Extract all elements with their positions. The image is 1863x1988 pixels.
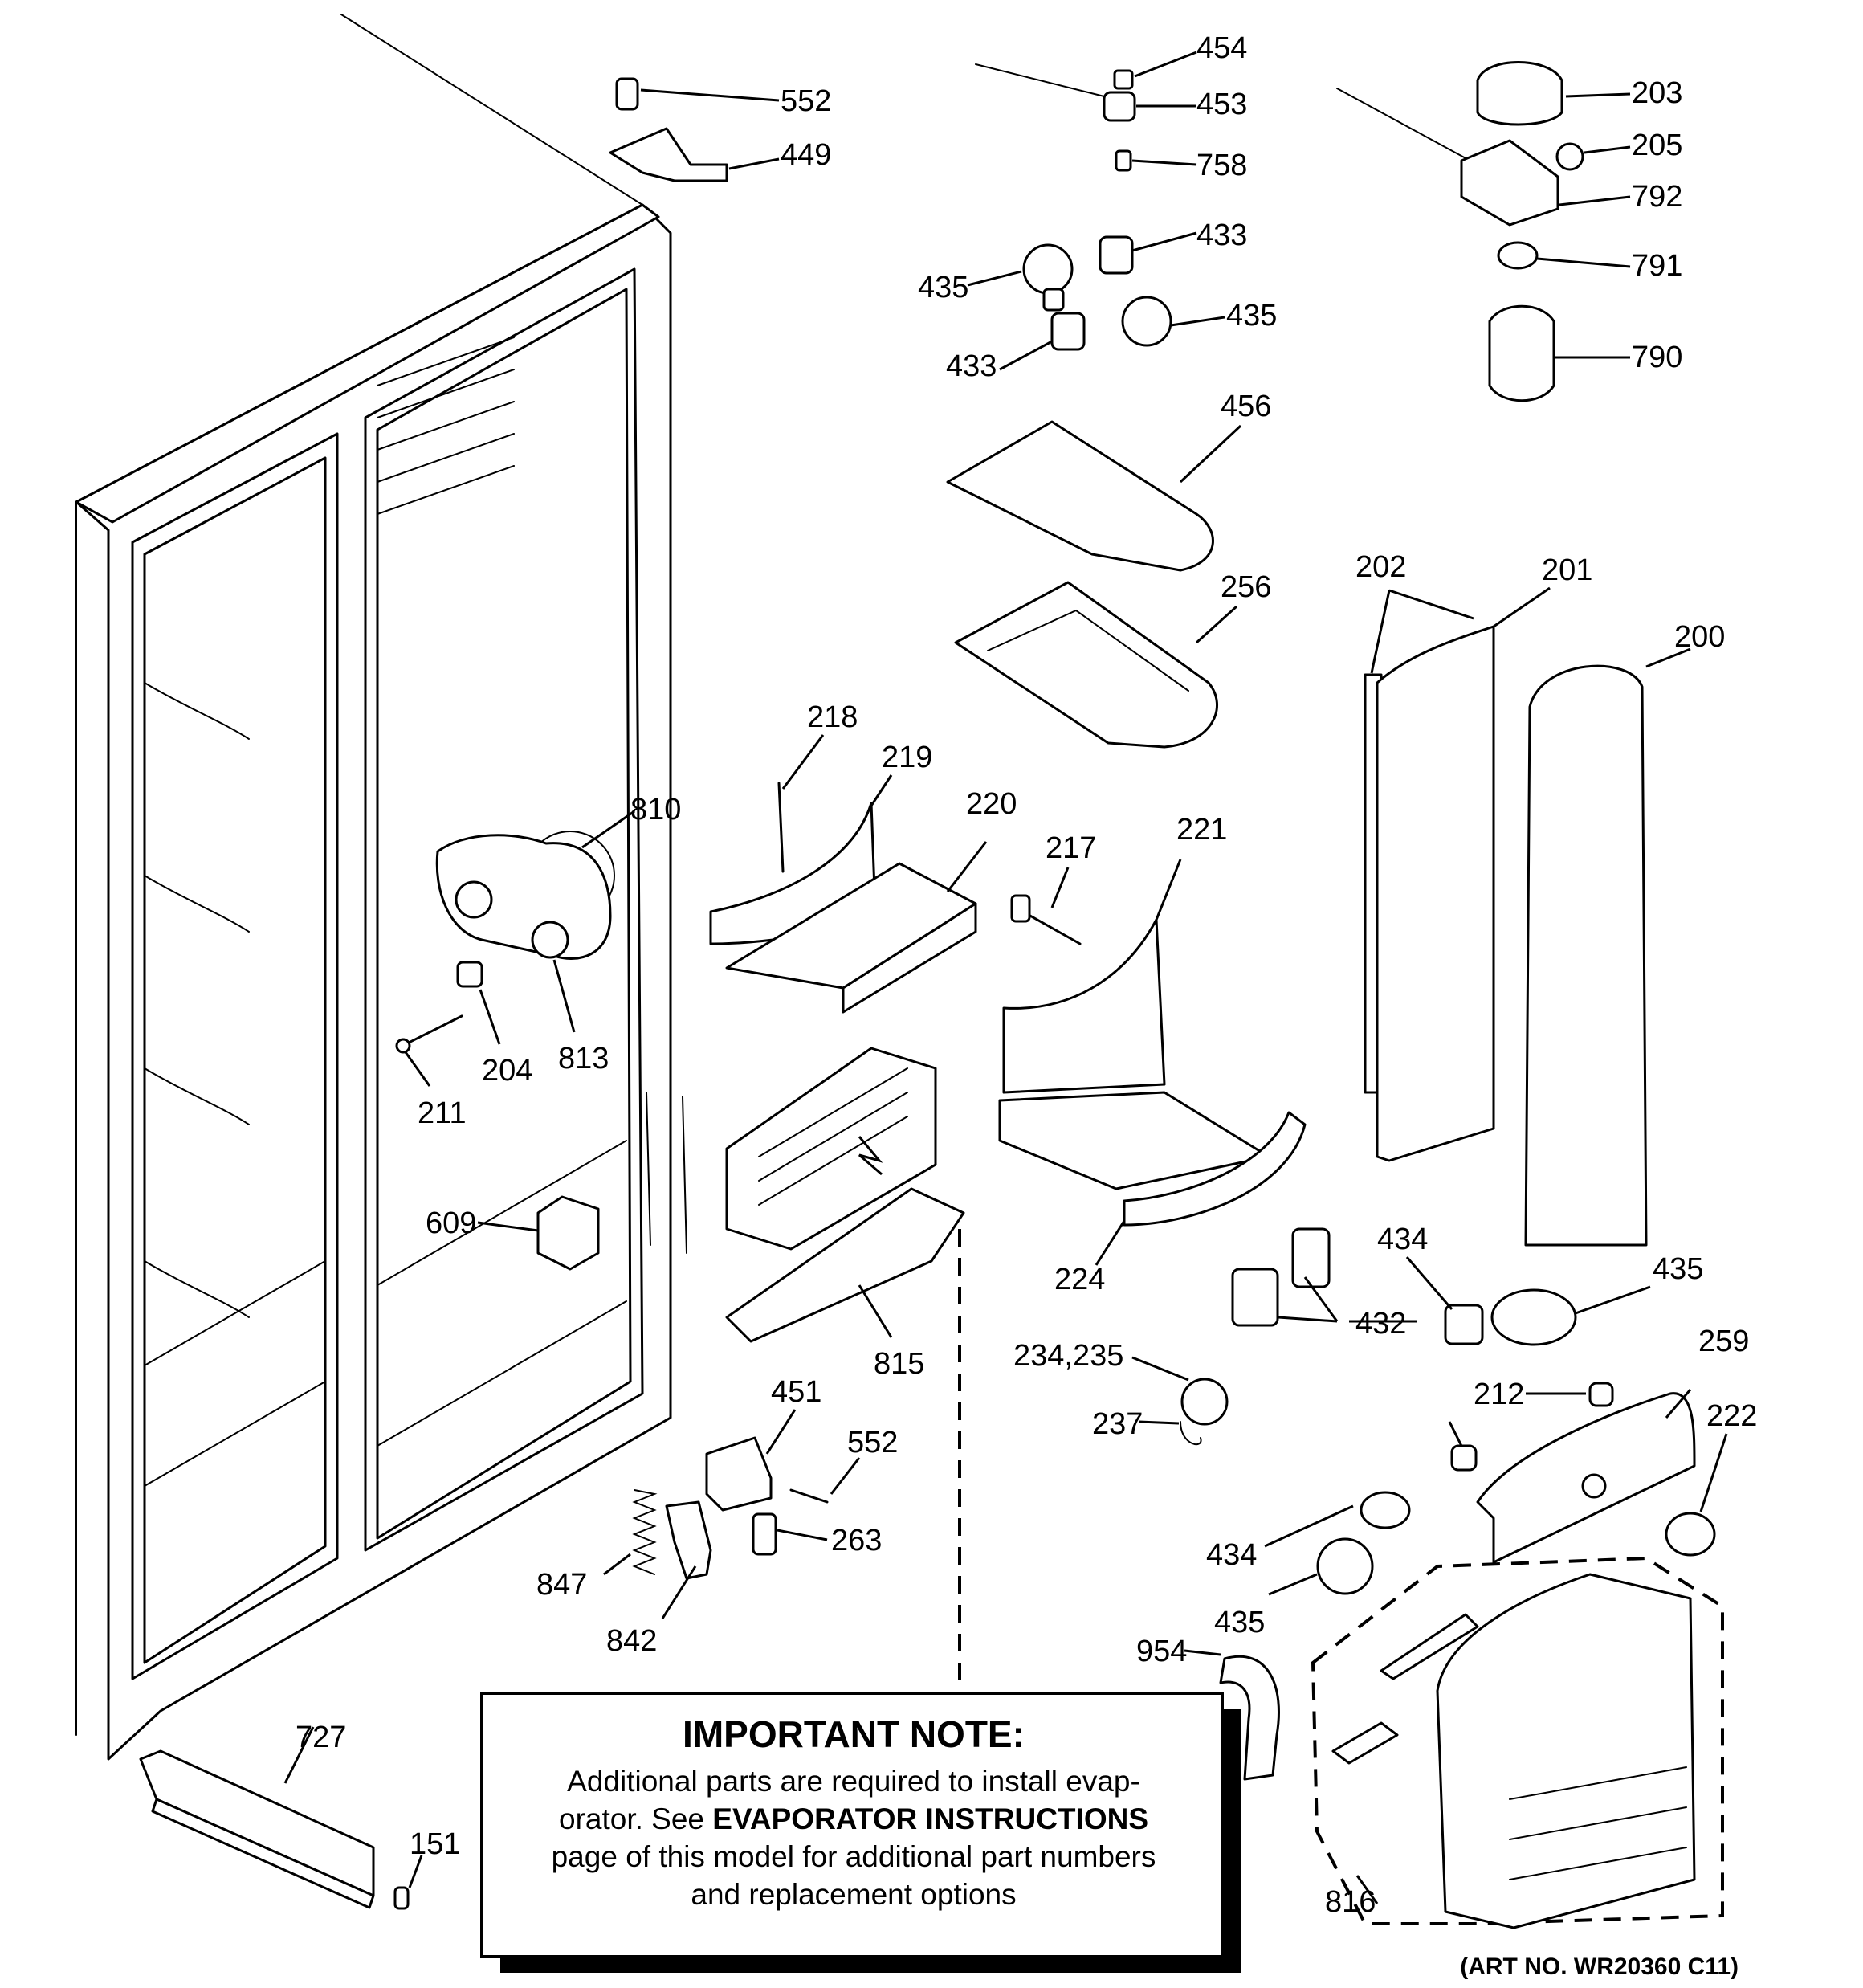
part-202-201-200-air-ducts (1364, 625, 1648, 1247)
callout-434-upper: 434 (1377, 1223, 1428, 1256)
callout-449: 449 (781, 138, 831, 172)
callout-221: 221 (1176, 813, 1227, 847)
part-552-screw-top (615, 77, 639, 111)
note-title: IMPORTANT NOTE: (683, 1713, 1025, 1755)
callout-816: 816 (1325, 1885, 1376, 1919)
freezer-vent-slats (377, 337, 515, 515)
part-218-219-220-ice-crusher (709, 782, 977, 1014)
callout-552-top: 552 (781, 84, 831, 118)
note-box (480, 1692, 1224, 1958)
callout-435-upper: 435 (1653, 1252, 1703, 1286)
part-451-hinge-bottom (705, 1436, 773, 1512)
callout-792: 792 (1632, 180, 1682, 214)
part-842-cam (665, 1500, 712, 1580)
callout-200: 200 (1674, 620, 1725, 654)
part-847-spring (632, 1489, 658, 1575)
part-433-435-light-sockets-bulbs (1022, 235, 1172, 351)
callout-151: 151 (410, 1827, 460, 1861)
callout-220: 220 (966, 787, 1017, 821)
part-449-hinge-top (609, 127, 728, 182)
note-line-1: Additional parts are required to install… (567, 1765, 1140, 1798)
callout-263: 263 (831, 1524, 882, 1557)
callout-453: 453 (1196, 88, 1247, 121)
callout-203: 203 (1632, 76, 1682, 110)
callout-432: 432 (1355, 1307, 1406, 1341)
art-number: (ART NO. WR20360 C11) (1460, 1953, 1739, 1980)
note-line-4: and replacement options (691, 1878, 1016, 1911)
part-434-435-light-socket-lower (1316, 1491, 1411, 1595)
callout-758: 758 (1196, 149, 1247, 182)
note-line-2-bold: EVAPORATOR INSTRUCTIONS (712, 1802, 1148, 1835)
callout-434-lower: 434 (1206, 1538, 1257, 1572)
callout-609: 609 (426, 1206, 476, 1240)
door-shelves (144, 682, 250, 1318)
part-954-seal (1219, 1655, 1280, 1781)
note-line-3: page of this model for additional part n… (552, 1840, 1156, 1873)
note-line-2: orator. See EVAPORATOR INSTRUCTIONS (559, 1802, 1148, 1835)
callout-201: 201 (1542, 553, 1592, 587)
callout-256: 256 (1221, 570, 1271, 604)
callout-456: 456 (1221, 390, 1271, 423)
callout-204: 204 (482, 1054, 532, 1088)
callout-222: 222 (1706, 1399, 1757, 1433)
part-234-237-damper (1180, 1378, 1229, 1446)
callout-202: 202 (1355, 550, 1406, 584)
callout-435-right: 435 (1226, 299, 1277, 333)
callout-234-235: 234,235 (1013, 1339, 1123, 1373)
part-224-chute-trim (1123, 1111, 1307, 1227)
callout-205: 205 (1632, 129, 1682, 162)
callout-451: 451 (771, 1375, 821, 1409)
callout-810: 810 (630, 793, 681, 827)
callout-435-left: 435 (918, 271, 968, 304)
callout-259: 259 (1698, 1325, 1749, 1358)
callout-552-bottom: 552 (847, 1426, 898, 1459)
callout-790: 790 (1632, 341, 1682, 374)
callout-842: 842 (606, 1624, 657, 1658)
leader-lines (283, 51, 1728, 1904)
callout-212: 212 (1474, 1378, 1524, 1411)
callout-218: 218 (807, 700, 858, 734)
part-221-ice-chute (998, 918, 1270, 1190)
part-151-screw (393, 1886, 410, 1910)
part-222-cap (1665, 1512, 1716, 1557)
callout-numbers: 552 449 454 453 758 433 435 435 433 203 … (296, 31, 1757, 1919)
callout-954: 954 (1136, 1635, 1187, 1668)
part-259-fan-cover (1476, 1392, 1696, 1564)
callout-791: 791 (1632, 249, 1682, 283)
callout-727: 727 (296, 1721, 346, 1754)
callout-454: 454 (1196, 31, 1247, 65)
callout-433-bottom: 433 (946, 349, 997, 383)
callout-237: 237 (1092, 1407, 1143, 1441)
callout-211: 211 (418, 1096, 467, 1130)
callout-847: 847 (536, 1568, 587, 1602)
part-609-switch (536, 1195, 600, 1271)
part-217-auger-shaft (1010, 894, 1082, 945)
part-432-434-435-light-sockets-right (1231, 1227, 1577, 1346)
callout-435-lower: 435 (1214, 1606, 1265, 1639)
callout-815: 815 (874, 1347, 924, 1381)
note-line-2-text: orator. See (559, 1802, 712, 1835)
part-815-evaporator (646, 1047, 965, 1343)
part-552-263-screws-bottom (752, 1488, 829, 1556)
part-810-813-fan-motor-shroud (435, 831, 615, 960)
part-727-base-grille (139, 1749, 375, 1909)
part-203-792-791-790-water-filter (1336, 61, 1584, 402)
callout-219: 219 (882, 741, 932, 774)
callout-217: 217 (1046, 831, 1096, 865)
part-212-grommets (1450, 1382, 1614, 1472)
callout-224: 224 (1054, 1263, 1105, 1296)
part-816-evaporator-cover-assembly (1311, 1556, 1724, 1929)
part-256-light-shield (954, 581, 1218, 749)
important-note: IMPORTANT NOTE: Additional parts are req… (480, 1692, 1241, 1973)
callout-813: 813 (558, 1042, 609, 1076)
part-204-211-screws (395, 961, 483, 1054)
part-456-light-shield-bracket (946, 420, 1214, 572)
part-454-453-758-light-sensor (975, 63, 1136, 172)
callout-433-top: 433 (1196, 218, 1247, 252)
